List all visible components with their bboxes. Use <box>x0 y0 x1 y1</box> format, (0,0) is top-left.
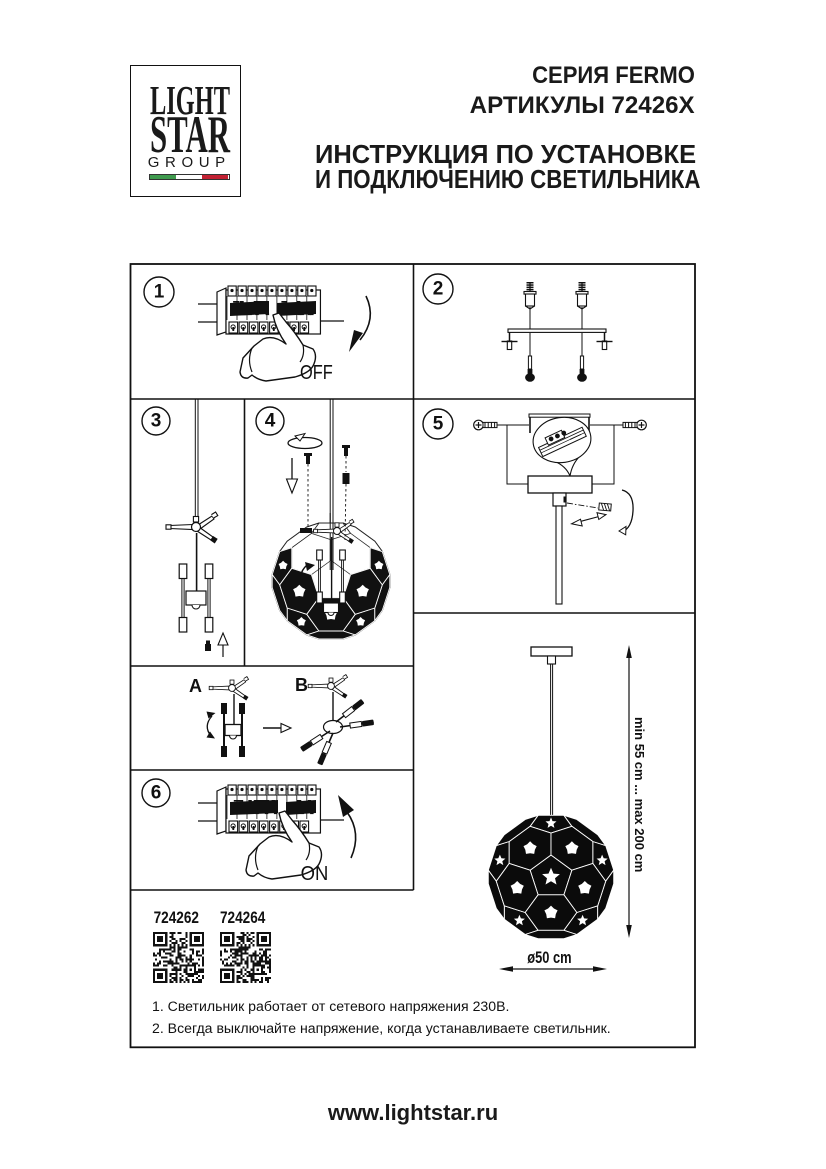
svg-text:1: 1 <box>154 282 165 303</box>
svg-text:6: 6 <box>151 783 162 804</box>
svg-text:2: 2 <box>433 279 444 300</box>
svg-text:724262: 724262 <box>154 909 199 928</box>
svg-text:4: 4 <box>265 411 276 432</box>
svg-text:5: 5 <box>433 414 444 435</box>
svg-text:3: 3 <box>151 411 162 432</box>
svg-text:724264: 724264 <box>220 909 266 928</box>
svg-text:ON: ON <box>301 862 329 885</box>
svg-text:ø50 cm: ø50 cm <box>527 950 571 968</box>
svg-text:OFF: OFF <box>300 360 333 383</box>
